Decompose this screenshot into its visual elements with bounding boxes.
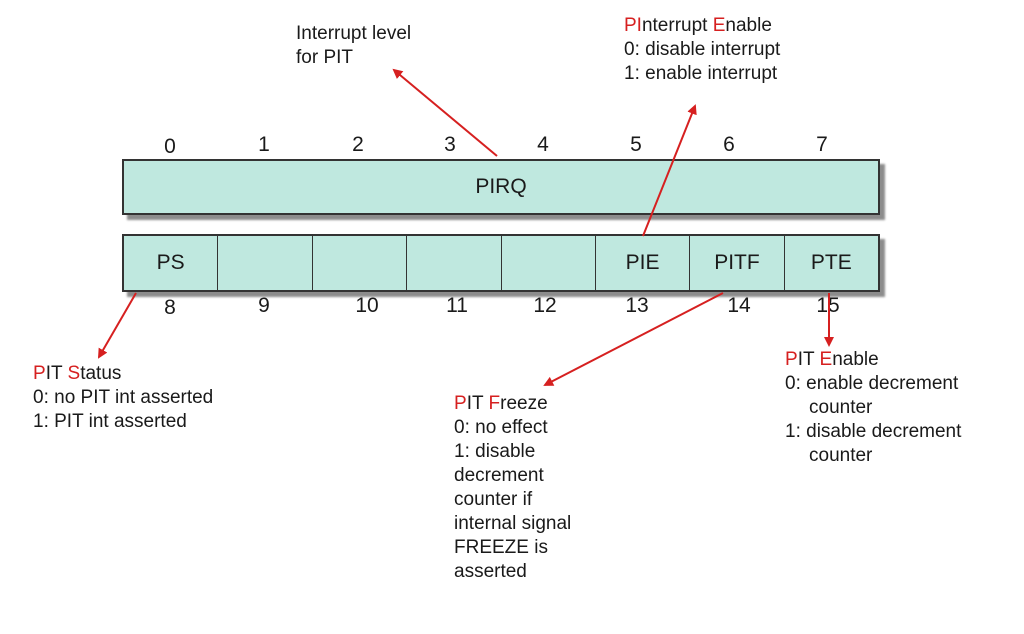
title-text: nable xyxy=(725,15,772,36)
bit-number: 11 xyxy=(446,294,468,317)
register-row-bits-8-15: PS PIE PITF PTE xyxy=(122,234,880,292)
pirq-desc-line: for PIT xyxy=(296,47,354,68)
reserved-cell xyxy=(407,236,502,290)
title-accent: E xyxy=(712,15,726,36)
pte-cell: PTE xyxy=(810,251,852,274)
pirq-field: PIRQ xyxy=(122,159,880,215)
title-text: IT xyxy=(466,393,489,414)
pitf-desc-line: asserted xyxy=(454,561,527,582)
pitf-desc-line: 0: no effect xyxy=(454,417,548,438)
bit-number: 4 xyxy=(537,133,549,156)
pitf-desc-title: PIT Freeze xyxy=(454,392,571,416)
title-accent: PI xyxy=(624,15,642,36)
reserved-cell xyxy=(313,236,408,290)
ps-desc-line: 0: no PIT int asserted xyxy=(33,387,214,408)
pte-desc-line: counter xyxy=(809,445,873,466)
pte-desc-line: counter xyxy=(809,397,873,418)
pitf-desc-line: counter if xyxy=(454,489,533,510)
bit-number: 1 xyxy=(258,133,270,156)
bit-number: 15 xyxy=(816,294,840,317)
pitf-description: PIT Freeze 0: no effect 1: disable decre… xyxy=(454,392,571,584)
title-accent: P xyxy=(454,393,467,414)
pitf-desc-line: decrement xyxy=(454,465,544,486)
ps-arrow xyxy=(97,292,137,359)
title-text: reeze xyxy=(500,393,548,414)
title-accent: P xyxy=(33,363,46,384)
title-text: tatus xyxy=(80,363,122,384)
bit-number: 2 xyxy=(352,133,364,156)
title-accent: S xyxy=(67,363,81,384)
reserved-cell xyxy=(502,236,596,290)
pie-cell: PIE xyxy=(596,236,691,290)
title-accent: F xyxy=(488,393,501,414)
title-text: nable xyxy=(832,349,879,370)
pitf-desc-line: FREEZE is xyxy=(454,537,548,558)
pirq-label: PIRQ xyxy=(475,175,527,198)
reserved-cell xyxy=(218,236,313,290)
bit-number: 8 xyxy=(164,296,176,319)
pitf-arrow xyxy=(543,292,724,386)
bit-number: 0 xyxy=(164,135,176,158)
title-accent: E xyxy=(819,349,833,370)
ps-description: PIT Status 0: no PIT int asserted 1: PIT… xyxy=(33,362,213,434)
bit-number: 10 xyxy=(355,294,379,317)
pirq-arrow xyxy=(392,68,498,157)
ps-desc-line: 1: PIT int asserted xyxy=(33,411,187,432)
pitf-desc-line: 1: disable xyxy=(454,441,536,462)
ps-cell: PS xyxy=(124,236,219,290)
pitf-cell: PITF xyxy=(690,236,785,290)
title-text: nterrupt xyxy=(641,15,713,36)
bit-number: 6 xyxy=(723,133,735,156)
bit-number: 7 xyxy=(816,133,828,156)
pte-description: PIT Enable 0: enable decrement counter 1… xyxy=(785,348,961,468)
pie-description: PInterrupt Enable 0: disable interrupt 1… xyxy=(624,14,780,86)
pte-desc-line: 1: disable decrement xyxy=(785,421,962,442)
pte-desc-line: 0: enable decrement xyxy=(785,373,959,394)
pitf-desc-line: internal signal xyxy=(454,513,572,534)
title-text: IT xyxy=(797,349,820,370)
bit-number: 3 xyxy=(444,133,456,156)
bit-number: 13 xyxy=(625,294,649,317)
pirq-desc-line: Interrupt level xyxy=(296,23,412,44)
pie-desc-line: 1: enable interrupt xyxy=(624,63,778,84)
pie-desc-line: 0: disable interrupt xyxy=(624,39,781,60)
pirq-description: Interrupt level for PIT xyxy=(296,22,411,70)
pte-desc-title: PIT Enable xyxy=(785,348,961,372)
bit-number: 5 xyxy=(630,133,642,156)
bit-number: 12 xyxy=(533,294,557,317)
title-accent: P xyxy=(785,349,798,370)
ps-desc-title: PIT Status xyxy=(33,362,213,386)
title-text: IT xyxy=(45,363,68,384)
bit-number: 14 xyxy=(727,294,751,317)
bit-number: 9 xyxy=(258,294,270,317)
pie-desc-title: PInterrupt Enable xyxy=(624,14,780,38)
pie-arrow xyxy=(642,104,697,237)
